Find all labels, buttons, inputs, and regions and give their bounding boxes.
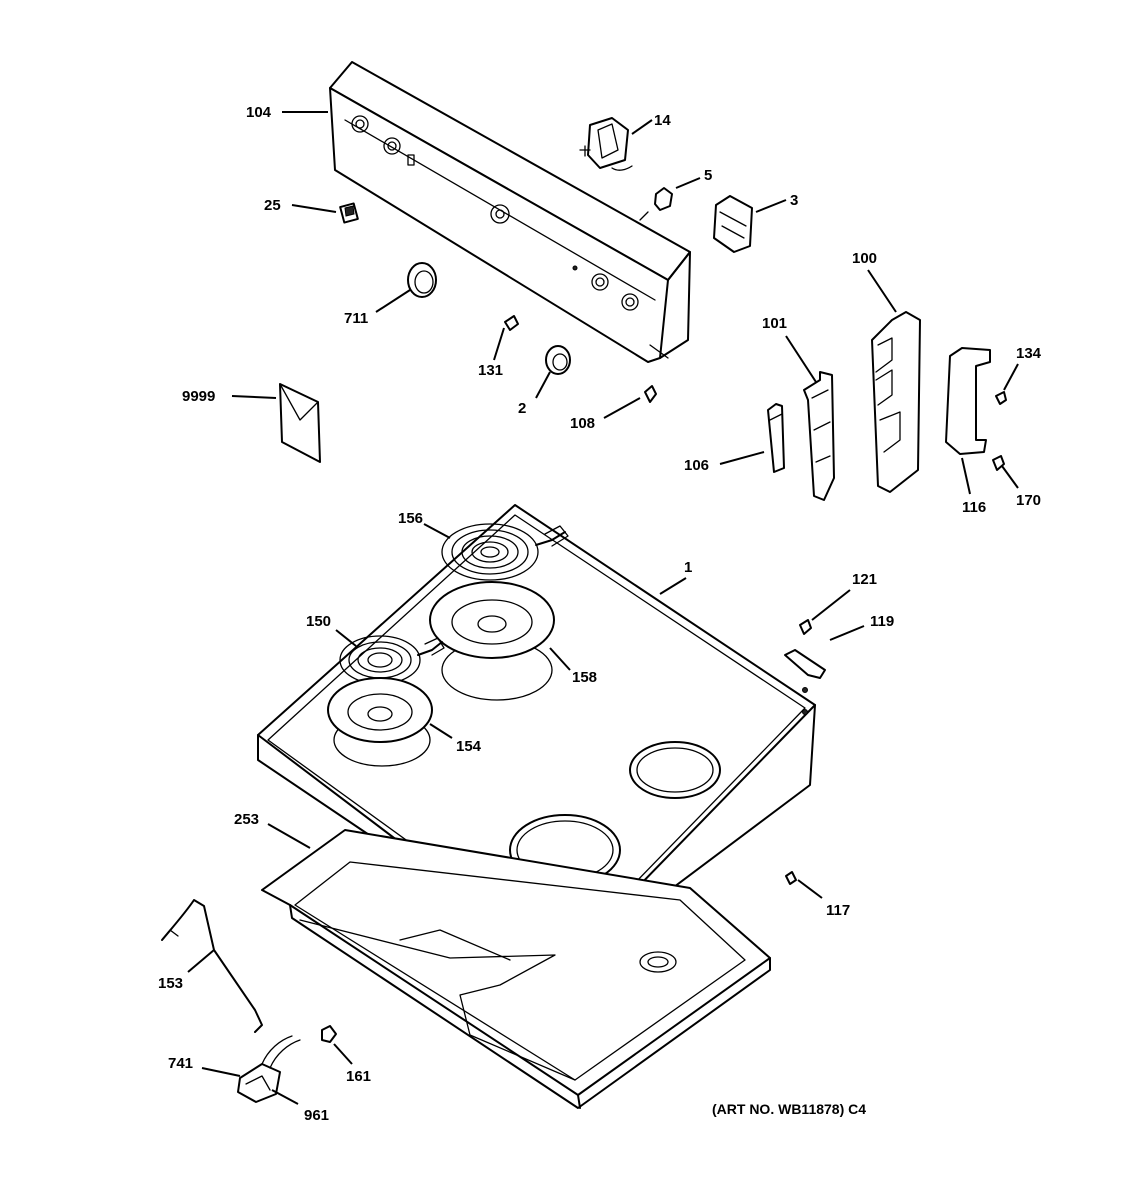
literature-envelope [279,383,321,463]
label-101: 101 [762,315,787,332]
label-121: 121 [852,571,877,588]
label-25: 25 [264,197,281,214]
label-117: 117 [826,902,850,919]
surface-unit-8in [441,523,569,581]
backsplash-panel [329,61,691,363]
rocker-switch [339,202,359,224]
screw-121 [799,619,812,635]
screw-170 [992,455,1005,471]
screw-134 [995,391,1007,405]
label-9999: 9999 [182,388,215,405]
nut-161 [321,1025,337,1043]
label-150: 150 [306,613,331,630]
label-106: 106 [684,457,709,474]
screw-131 [504,315,519,331]
label-741: 741 [168,1055,193,1072]
label-134: 134 [1016,345,1042,362]
label-100: 100 [852,250,877,267]
art-number: (ART NO. WB11878) C4 [712,1101,866,1117]
label-119: 119 [870,613,894,630]
screw-108 [644,385,657,403]
label-14: 14 [654,112,671,129]
infinite-switch [579,117,633,171]
label-158: 158 [572,669,597,686]
control-knob [545,345,571,375]
hinge-bracket-119 [784,649,826,679]
label-156: 156 [398,510,423,527]
wire-bracket-153 [161,899,263,1033]
label-3: 3 [790,192,798,209]
control-knob-large [407,262,437,298]
label-170: 170 [1016,492,1041,509]
label-108: 108 [570,415,595,432]
label-161: 161 [346,1068,371,1085]
burner-box [261,829,771,1109]
label-5: 5 [704,167,712,184]
label-104: 104 [246,104,272,121]
surface-switch [713,195,753,253]
bracket-106 [767,403,785,473]
bracket-101 [803,371,835,501]
label-2: 2 [518,400,526,417]
drip-pan-6in [327,677,433,743]
side-trim-100 [871,311,921,493]
label-154: 154 [456,738,482,755]
end-cap-116 [945,347,991,455]
label-1: 1 [684,559,692,576]
label-961: 961 [304,1107,329,1124]
leader-lines [187,111,1019,1105]
drip-pan-8in [429,581,555,659]
label-153: 153 [158,975,183,992]
label-711: 711 [344,310,368,327]
label-253: 253 [234,811,259,828]
callout-labels: 104 14 5 3 25 711 131 2 108 9999 100 101… [158,104,1042,1124]
signal-light [639,187,673,221]
clip-117 [785,871,797,885]
label-131: 131 [478,362,503,379]
label-116: 116 [962,499,986,516]
terminal-block [237,1035,301,1103]
